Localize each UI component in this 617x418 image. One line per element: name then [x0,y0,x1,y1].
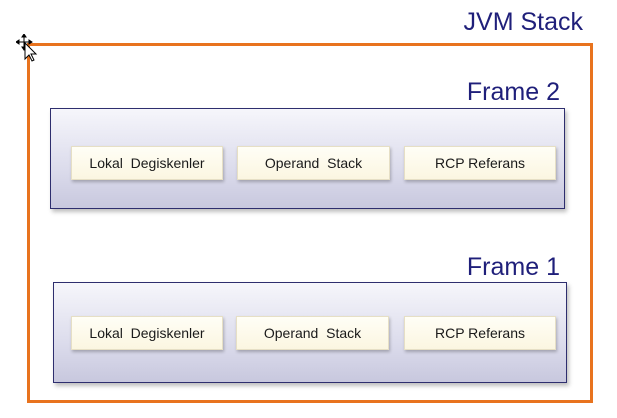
frame-2-title: Frame 2 [466,78,560,106]
frame-1-rcp-reference: RCP Referans [404,316,556,350]
jvm-stack-box [27,43,593,403]
frame-2: Lokal Degiskenler Operand Stack RCP Refe… [50,108,565,209]
jvm-stack-title: JVM Stack [463,8,583,36]
frame-2-operand-stack: Operand Stack [237,146,390,180]
move-cursor-icon [16,34,38,62]
frame-1-local-variables: Lokal Degiskenler [71,316,223,350]
frame-1-title: Frame 1 [466,253,560,281]
frame-2-rcp-reference: RCP Referans [404,146,556,180]
frame-1: Lokal Degiskenler Operand Stack RCP Refe… [53,282,567,383]
frame-2-local-variables: Lokal Degiskenler [71,146,223,180]
frame-1-operand-stack: Operand Stack [236,316,389,350]
